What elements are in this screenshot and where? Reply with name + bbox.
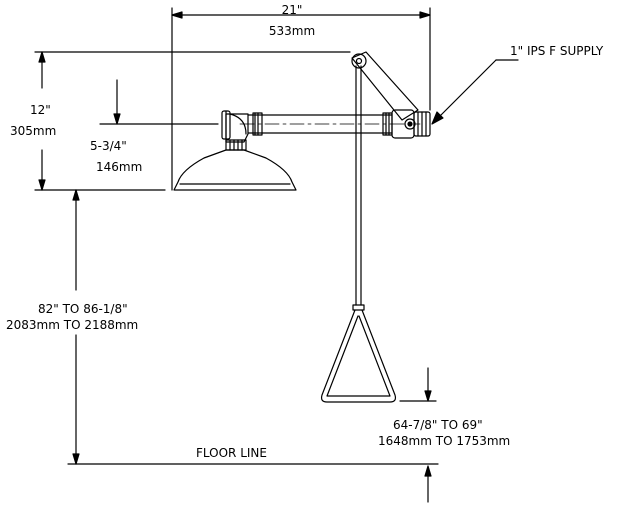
shower-head	[173, 149, 297, 191]
handle-height-dimension	[399, 367, 437, 503]
supply-pipe	[239, 112, 421, 136]
floor-line-label: FLOOR LINE	[196, 446, 267, 460]
width-inch-label: 21"	[281, 3, 303, 17]
supply-label: 1" IPS F SUPPLY	[510, 44, 604, 58]
mount-height-inch-label: 82" TO 86-1/8"	[38, 302, 128, 316]
head-depth-mm-label: 146mm	[96, 160, 143, 174]
head-depth-inch-label: 5-3/4"	[90, 139, 127, 153]
width-mm-label: 533mm	[268, 24, 316, 38]
mount-height-mm-label: 2083mm TO 2188mm	[6, 318, 139, 332]
handle-height-inch-label: 64-7/8" TO 69"	[393, 418, 483, 432]
width-dimension	[171, 7, 431, 191]
head-height-mm-label: 305mm	[10, 124, 57, 138]
mount-height-dimension	[72, 189, 80, 465]
head-depth-dimension	[99, 79, 219, 125]
handle-height-mm-label: 1648mm TO 1753mm	[378, 434, 511, 448]
head-height-inch-label: 12"	[30, 103, 51, 117]
pull-rod	[320, 65, 397, 403]
supply-leader	[431, 59, 519, 125]
valve-assembly	[351, 51, 431, 139]
head-height-dimension	[34, 51, 351, 191]
elbow-fitting	[221, 110, 249, 151]
